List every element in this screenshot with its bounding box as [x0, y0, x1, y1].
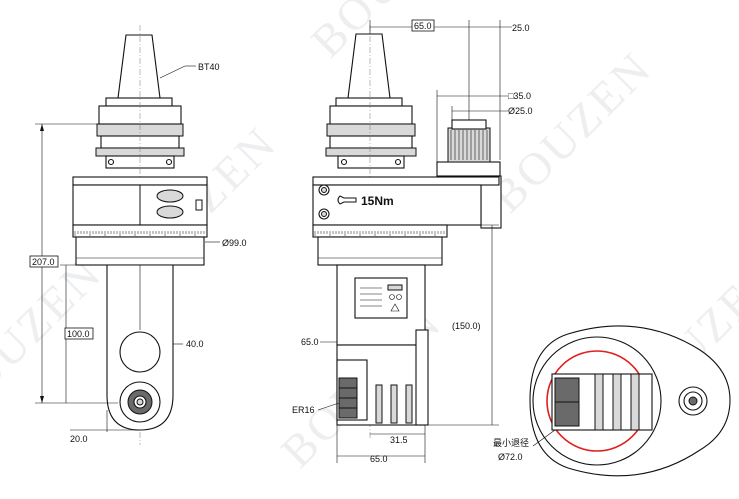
side-screw-right	[394, 158, 402, 166]
torque-wrench-icon	[337, 195, 357, 205]
dim-207-box	[29, 255, 59, 268]
nameplate-lines	[360, 284, 403, 312]
front-housing-top	[72, 176, 208, 186]
watermark-2: BOUZEN	[301, 0, 482, 67]
dim-65top-text: 65.0	[414, 21, 432, 31]
side-dimensions: 65.0 25.0 □35.0 Ø25.0 (150.0) 65.0 ER16 …	[292, 19, 533, 464]
front-collet-bore	[136, 398, 144, 406]
dim-99-text: Ø99.0	[222, 238, 247, 248]
front-wrench-mark	[195, 199, 203, 211]
front-dimensions: BT40 207.0 Ø99.0 100.0 40.0 20.0	[29, 62, 247, 444]
dim-207-arrow-bottom	[40, 396, 44, 403]
dim-31-text: 31.5	[390, 435, 408, 445]
side-spindle-ring-3	[405, 384, 413, 424]
torque-label: 15Nm	[361, 194, 394, 208]
dim-150-text: (150.0)	[452, 321, 481, 331]
side-screw-lower-inner	[321, 211, 327, 217]
side-housing	[312, 184, 482, 226]
stop-block-cap	[451, 119, 487, 130]
side-flange-ring-2	[325, 147, 417, 157]
side-neck	[337, 155, 405, 169]
watermark-6: BOUZEN	[0, 246, 112, 427]
front-housing-bottom	[75, 236, 205, 266]
front-view	[72, 25, 208, 445]
dim-20-text: 20.0	[70, 434, 88, 444]
side-spindle-ring-1	[375, 384, 383, 424]
dim-35-text: □35.0	[508, 91, 531, 101]
stop-block-knurl	[450, 130, 488, 160]
side-flange-ring	[326, 123, 416, 137]
dim-207-arrow-top	[40, 124, 44, 131]
dim-65top-box	[411, 19, 435, 32]
dim-100-text: 100.0	[67, 329, 90, 339]
side-screw-left	[340, 158, 348, 166]
bt40-leader	[159, 65, 186, 79]
front-head-window	[119, 331, 161, 373]
min-radius-value: Ø72.0	[498, 452, 523, 462]
bottom-view: 最小退径 Ø72.0	[493, 325, 731, 477]
bottom-ring-2	[612, 373, 622, 431]
front-lock-upper	[156, 189, 184, 203]
dim-65side-text: 65.0	[301, 337, 319, 347]
dim-25d-text: Ø25.0	[508, 106, 533, 116]
side-spindle-ring-2	[390, 384, 398, 424]
er16-label: ER16	[292, 405, 315, 415]
dim-207-text: 207.0	[32, 257, 55, 267]
front-screw-right	[165, 158, 173, 166]
er16-leader	[317, 402, 340, 411]
dim-40-text: 40.0	[186, 339, 204, 349]
watermark-3: BOUZEN	[481, 41, 662, 222]
side-housing-bottom	[317, 236, 443, 266]
side-head-rib	[415, 329, 429, 426]
min-radius-label: 最小退径	[493, 437, 529, 448]
min-radius-leader	[532, 429, 556, 447]
side-screw-upper-inner	[321, 187, 327, 193]
side-housing-top	[312, 176, 500, 186]
front-scale-ticks	[74, 231, 205, 236]
side-flange-top	[329, 105, 413, 125]
dim-65base-text: 65.0	[370, 454, 388, 464]
side-taper-flange	[335, 97, 403, 107]
side-nameplate	[354, 277, 408, 319]
stop-block-knob	[447, 127, 491, 163]
side-taper	[347, 33, 391, 99]
dim-25-text: 25.0	[512, 23, 530, 33]
bt40-label: BT40	[198, 62, 220, 72]
front-taper	[117, 34, 161, 99]
front-taper-flange	[105, 97, 173, 107]
stop-block-arm	[436, 161, 501, 177]
front-screw-left	[107, 158, 115, 166]
side-flange-bottom	[329, 135, 413, 149]
bottom-pin-inner	[688, 396, 698, 406]
bottom-ring-3	[630, 373, 640, 431]
front-lock-lower	[156, 205, 184, 219]
dim-100-box	[64, 327, 94, 340]
side-scale-ticks	[314, 231, 445, 236]
bottom-ring-1	[594, 373, 604, 431]
side-view: 15Nm	[312, 25, 502, 440]
